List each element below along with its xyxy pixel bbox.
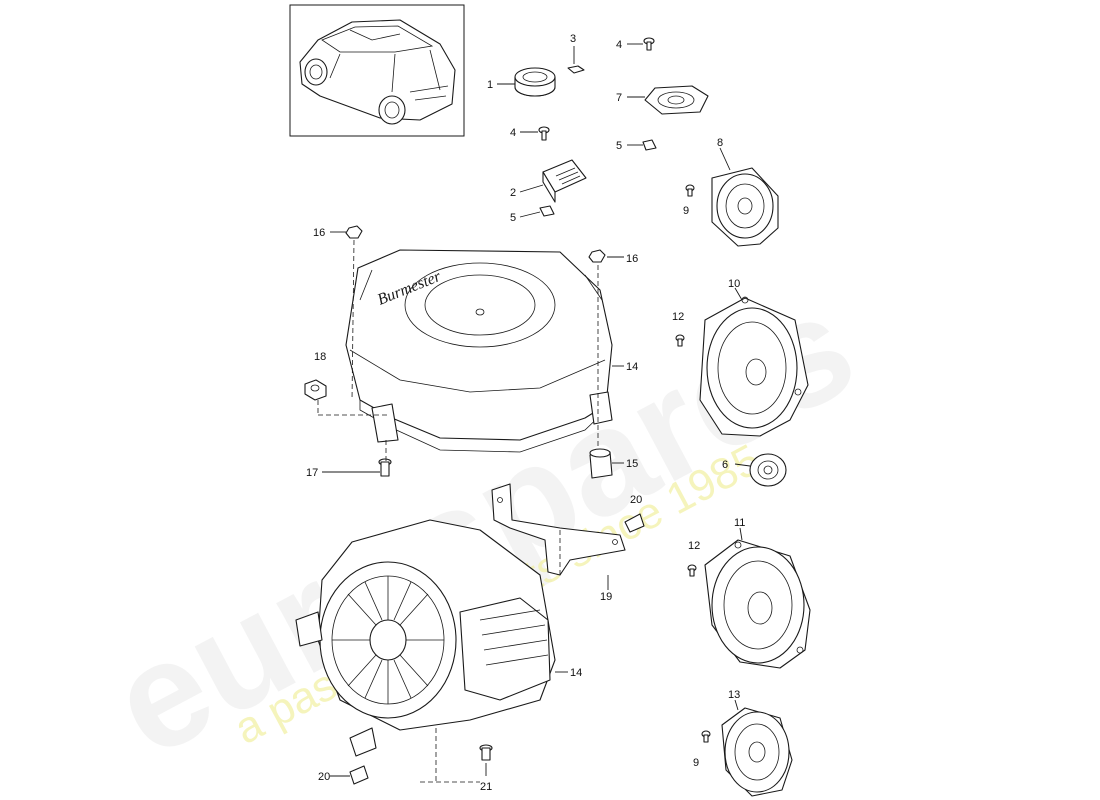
leader-lines bbox=[317, 43, 751, 783]
tweeter-housing-part-1 bbox=[514, 67, 556, 97]
bolt-part-21 bbox=[479, 744, 493, 761]
screw-part-4-mid bbox=[538, 126, 550, 141]
bolt-part-20-top bbox=[624, 513, 645, 533]
bracket-part-19 bbox=[491, 483, 626, 576]
amplifier-module-part-2 bbox=[542, 159, 587, 203]
callout-18: 18 bbox=[314, 351, 326, 363]
callout-21: 21 bbox=[480, 781, 492, 793]
callout-20: 20 bbox=[318, 771, 330, 783]
vehicle-thumbnail bbox=[289, 4, 465, 137]
nut-part-16-left bbox=[345, 225, 363, 239]
callout-2: 2 bbox=[510, 187, 516, 199]
screw-part-12-bottom bbox=[687, 564, 697, 577]
callout-9: 9 bbox=[683, 205, 689, 217]
callout-9: 9 bbox=[693, 757, 699, 769]
callout-20: 20 bbox=[630, 494, 642, 506]
nut-part-18 bbox=[304, 379, 327, 401]
callout-7: 7 bbox=[616, 92, 622, 104]
callout-5: 5 bbox=[616, 140, 622, 152]
callout-12: 12 bbox=[688, 540, 700, 552]
callout-17: 17 bbox=[306, 467, 318, 479]
speaker-part-13 bbox=[721, 707, 793, 797]
callout-16: 16 bbox=[313, 227, 325, 239]
clip-part-5-mid bbox=[539, 205, 555, 217]
bolt-part-17 bbox=[378, 458, 392, 477]
oval-speaker-part-7 bbox=[644, 85, 709, 115]
callout-6: 6 bbox=[722, 459, 728, 471]
screw-part-4-top bbox=[643, 37, 655, 51]
nut-part-16-right bbox=[588, 249, 606, 263]
screw-part-9-top bbox=[685, 184, 695, 197]
callout-13: 13 bbox=[728, 689, 740, 701]
callout-19: 19 bbox=[600, 591, 612, 603]
callout-14: 14 bbox=[626, 361, 638, 373]
callout-3: 3 bbox=[570, 33, 576, 45]
callout-14: 14 bbox=[570, 667, 582, 679]
callout-4: 4 bbox=[510, 127, 516, 139]
callout-12: 12 bbox=[672, 311, 684, 323]
callout-labels: 1 3 4 7 5 4 2 5 8 9 16 16 10 12 18 14 6 … bbox=[306, 33, 745, 793]
spacer-part-15 bbox=[589, 448, 613, 479]
screw-part-9-bottom bbox=[701, 730, 711, 743]
subwoofer-enclosure-part-14: Burmester bbox=[345, 249, 613, 453]
callout-10: 10 bbox=[728, 278, 740, 290]
subwoofer-unit-part-14 bbox=[295, 519, 556, 757]
callout-1: 1 bbox=[487, 79, 493, 91]
callout-15: 15 bbox=[626, 458, 638, 470]
callout-4: 4 bbox=[616, 39, 622, 51]
callout-16: 16 bbox=[626, 253, 638, 265]
speaker-part-11 bbox=[704, 539, 811, 669]
callout-11: 11 bbox=[734, 517, 745, 529]
clip-part-5-top bbox=[642, 139, 657, 151]
callout-8: 8 bbox=[717, 137, 723, 149]
clip-part-3 bbox=[567, 65, 585, 74]
callout-5: 5 bbox=[510, 212, 516, 224]
bolt-part-20-bottom bbox=[349, 765, 369, 785]
speaker-part-10 bbox=[699, 296, 809, 437]
speaker-part-8 bbox=[711, 167, 779, 247]
screw-part-12-top bbox=[675, 334, 685, 347]
tweeter-part-6 bbox=[749, 453, 787, 487]
